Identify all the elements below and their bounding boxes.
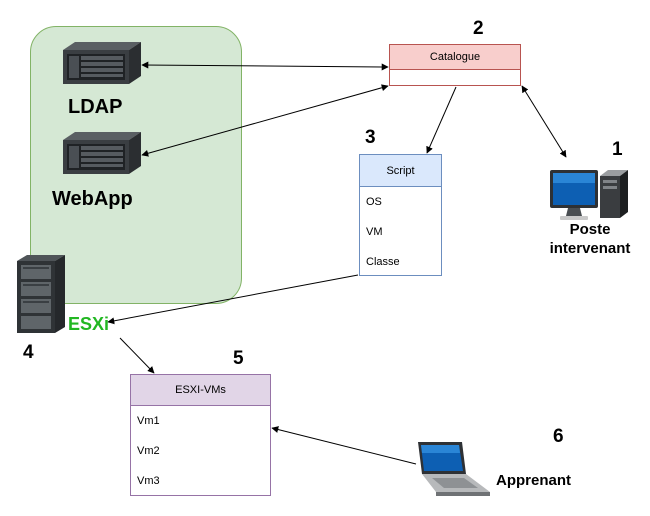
step-number-6: 6	[553, 426, 564, 447]
poste-label-line-1: Poste	[569, 221, 611, 238]
rack-server-icon	[63, 42, 141, 84]
desktop-computer-icon	[550, 170, 628, 220]
step-number-5: 5	[233, 348, 244, 369]
script-box: Script OS VM Classe	[359, 154, 442, 276]
webapp-label: WebApp	[52, 188, 133, 210]
rack-server-icon	[63, 132, 141, 174]
vm-item-2: Vm2	[137, 445, 160, 457]
arrow-webapp-catalogue	[141, 84, 389, 157]
arrow-esxi-vms	[119, 337, 155, 374]
ldap-label: LDAP	[68, 96, 123, 118]
poste-label-line-2: intervenant	[549, 240, 631, 257]
script-title: Script	[360, 155, 441, 187]
vm-item-3: Vm3	[137, 475, 160, 487]
arrow-catalogue-poste	[521, 85, 567, 158]
step-number-1: 1	[612, 139, 623, 160]
arrow-apprenant-vms	[271, 426, 417, 465]
script-item-vm: VM	[366, 226, 383, 238]
arrow-script-esxi	[107, 274, 359, 325]
script-item-os: OS	[366, 196, 382, 208]
laptop-icon	[418, 442, 490, 496]
esxi-label: ESXi	[68, 314, 110, 334]
tower-server-icon	[17, 255, 65, 333]
step-number-4: 4	[23, 342, 34, 363]
catalogue-title: Catalogue	[390, 45, 520, 70]
step-number-2: 2	[473, 18, 484, 39]
step-number-3: 3	[365, 127, 376, 148]
script-item-classe: Classe	[366, 256, 400, 268]
arrow-catalogue-script	[426, 86, 457, 154]
apprenant-label: Apprenant	[496, 472, 571, 489]
esxi-vms-box: ESXI-VMs Vm1 Vm2 Vm3	[130, 374, 271, 496]
esxi-vms-title: ESXI-VMs	[131, 375, 270, 406]
poste-intervenant-label: Poste intervenant	[540, 220, 640, 258]
catalogue-box: Catalogue	[389, 44, 521, 86]
vm-item-1: Vm1	[137, 415, 160, 427]
arrow-ldap-catalogue	[141, 61, 389, 71]
